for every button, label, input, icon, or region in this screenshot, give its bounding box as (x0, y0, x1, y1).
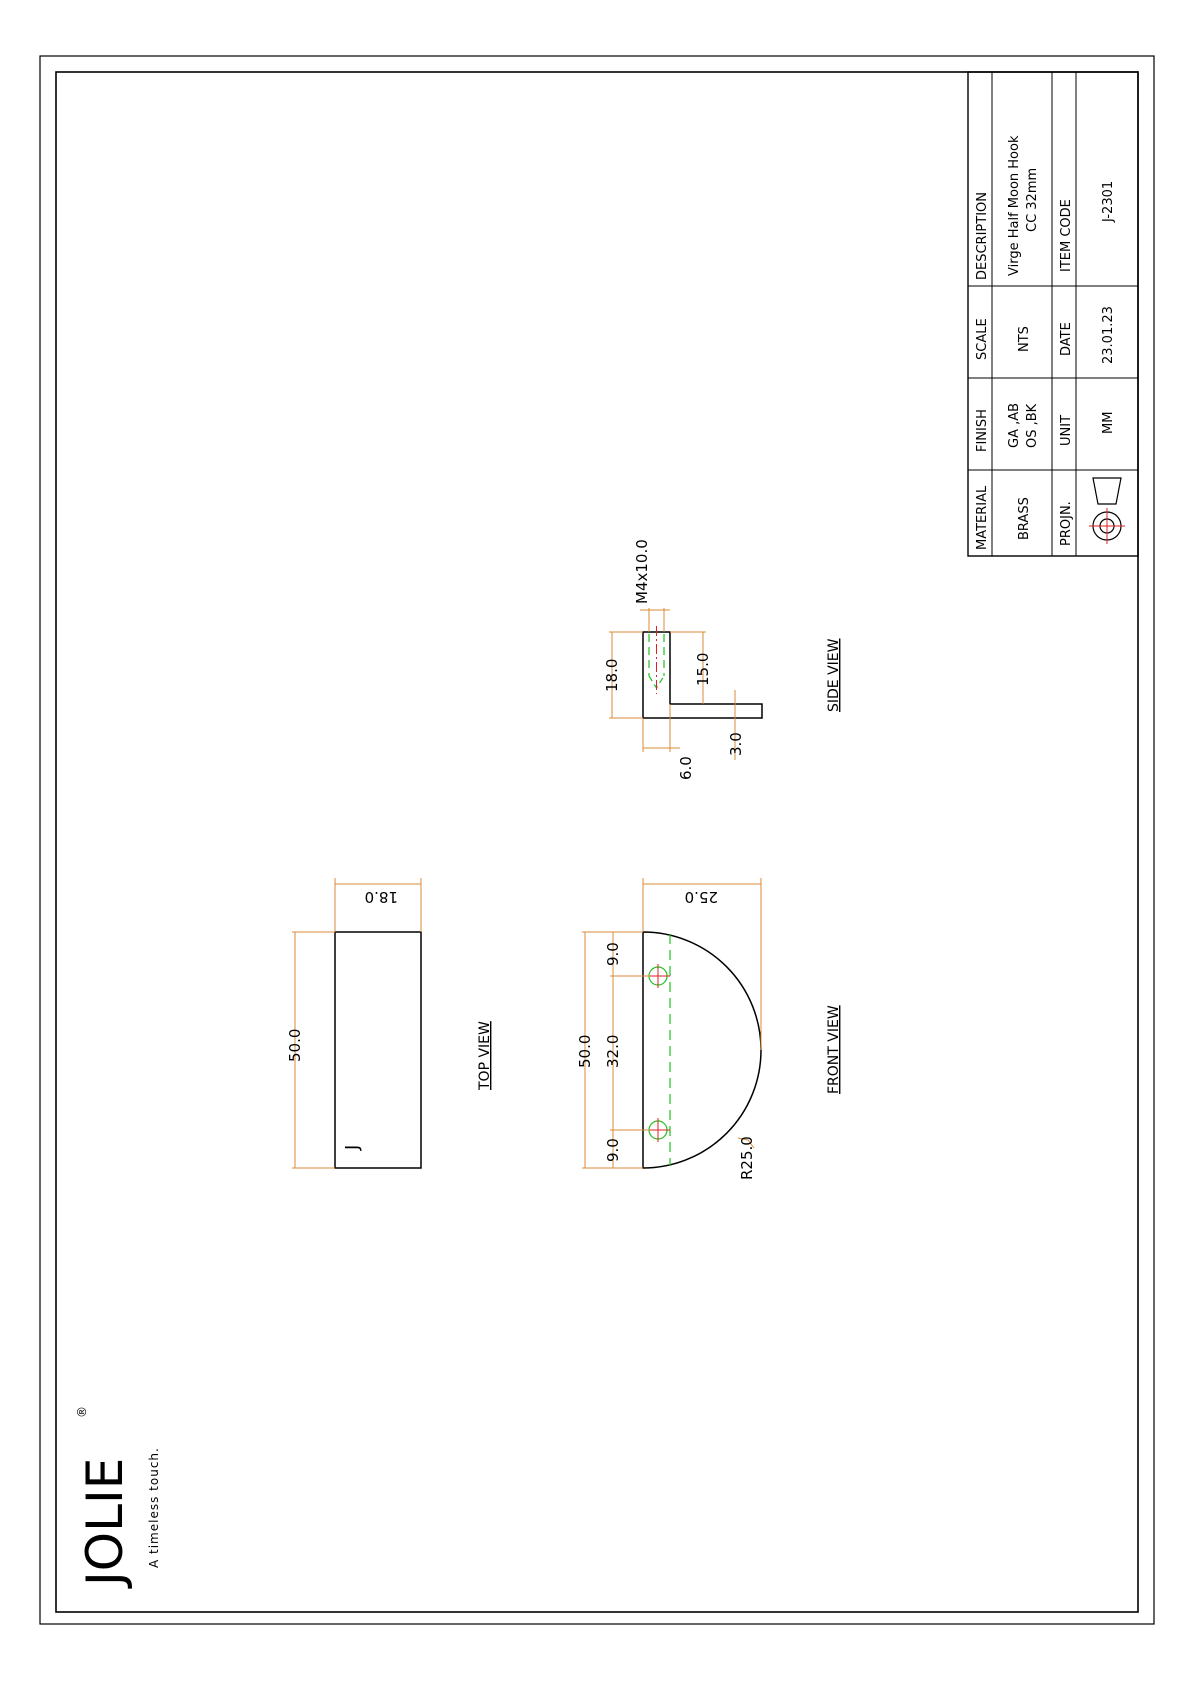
header-date: DATE (1059, 322, 1074, 356)
top-width-value: 50.0 (286, 1029, 304, 1062)
side-view-label: SIDE VIEW (826, 638, 842, 712)
side-height-value: 18.0 (603, 659, 621, 692)
front-view: 50.0 32.0 9.0 9.0 25.0 R25.0 FRONT VIEW (576, 878, 842, 1180)
header-projection: PROJN. (1059, 501, 1074, 546)
value-date: 23.01.23 (1101, 306, 1116, 364)
brand-name: JOLIE (76, 1458, 134, 1589)
front-cc-value: 32.0 (604, 1035, 622, 1068)
top-view: J 50.0 18.0 TOP VIEW (286, 878, 493, 1169)
side-thread-hidden (648, 626, 665, 694)
value-description-line1: Virge Half Moon Hook (1007, 135, 1022, 276)
brand-registered: ® (75, 1406, 89, 1418)
inner-border (55, 71, 1139, 1613)
header-scale: SCALE (975, 318, 990, 360)
side-thread-value: M4x10.0 (633, 539, 651, 604)
header-finish: FINISH (975, 409, 990, 452)
value-finish-line1: GA ,AB (1007, 403, 1022, 448)
header-material: MATERIAL (975, 485, 990, 550)
front-dimensions: 50.0 32.0 9.0 9.0 25.0 R25.0 (576, 878, 762, 1180)
top-view-outline (334, 931, 422, 1169)
front-edge-left-value: 9.0 (604, 942, 622, 966)
title-block: DESCRIPTION SCALE FINISH MATERIAL Virge … (967, 71, 1139, 830)
projection-symbol-icon (1089, 477, 1125, 544)
value-material: BRASS (1017, 497, 1032, 540)
header-item-code: ITEM CODE (1059, 199, 1074, 272)
outer-border (39, 55, 1155, 1625)
front-edge-right-value: 9.0 (604, 1138, 622, 1162)
front-view-outline (642, 931, 762, 1169)
value-description-line2: CC 32mm (1025, 168, 1040, 232)
header-unit: UNIT (1059, 415, 1074, 446)
value-unit: MM (1101, 412, 1116, 434)
top-width-dimension: 50.0 (286, 931, 335, 1169)
side-view: 18.0 15.0 M4x10.0 6.0 3.0 SIDE VIEW (603, 539, 842, 780)
top-depth-value: 18.0 (365, 888, 398, 906)
front-width-value: 50.0 (576, 1035, 594, 1068)
header-description: DESCRIPTION (975, 192, 990, 280)
jolie-logo: JOLIE ® A timeless touch. (75, 1406, 161, 1589)
front-radius-value: R25.0 (738, 1136, 756, 1180)
top-view-label: TOP VIEW (477, 1021, 493, 1091)
side-plate-value: 3.0 (727, 732, 745, 756)
value-scale: NTS (1017, 326, 1032, 352)
value-item-code: J-2301 (1101, 181, 1116, 223)
brand-mark-engraving: J (342, 1145, 363, 1151)
side-inner-value: 15.0 (694, 653, 712, 686)
front-height-value: 25.0 (685, 888, 718, 906)
side-base-value: 6.0 (677, 756, 695, 780)
value-finish-line2: OS ,BK (1025, 403, 1040, 448)
side-dimensions: 18.0 15.0 M4x10.0 6.0 3.0 (603, 539, 745, 780)
brand-tagline: A timeless touch. (147, 1447, 161, 1568)
front-view-label: FRONT VIEW (826, 1005, 842, 1094)
top-depth-dimension: 18.0 (334, 878, 422, 932)
